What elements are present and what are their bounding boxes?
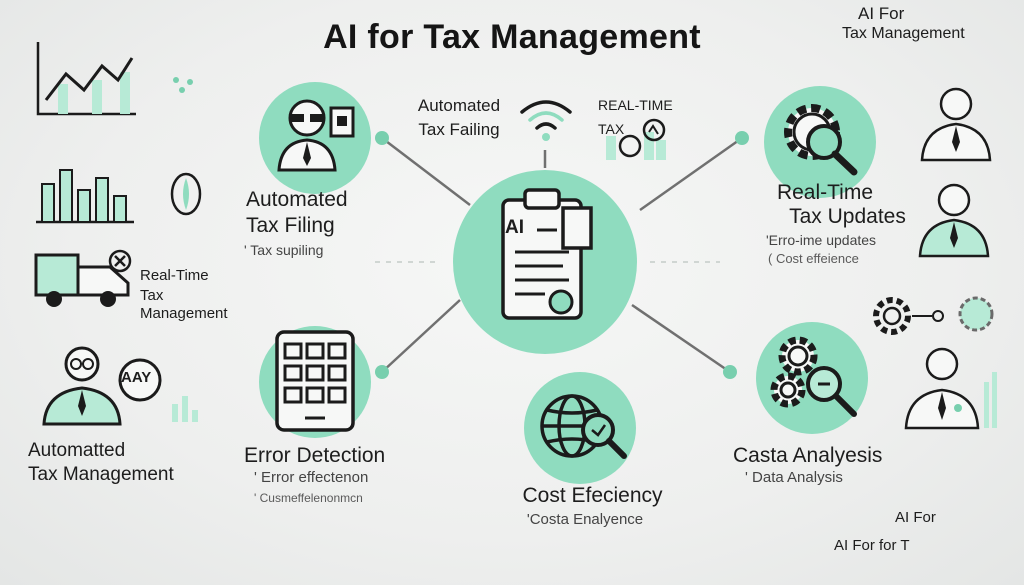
top-label-tax: TAX: [598, 121, 625, 137]
gear-link-icon: [873, 296, 994, 335]
connector-dot: [723, 365, 737, 379]
person-icon: [918, 183, 990, 258]
wifi-icon: [520, 100, 572, 141]
corner-label-line2: Tax Management: [842, 25, 965, 42]
bottom-right-line2: AI For for T: [834, 537, 910, 554]
node-updates-line1: Real-Time: [776, 181, 874, 204]
bottom-right-line1: AI For: [895, 509, 936, 526]
node-filing-line1: Automated: [246, 188, 348, 211]
tax-filing-person-icon: [259, 82, 371, 194]
hub-document-icon: [453, 170, 637, 354]
node-error-sub: ' Error effectenon: [254, 469, 369, 486]
top-label-automated: Automated: [417, 96, 501, 115]
tablet-grid-icon: [259, 326, 371, 438]
gears-magnifier-icon: [756, 322, 868, 434]
node-updates-sub2: ( Cost effeience: [768, 251, 859, 266]
connector-dot: [375, 131, 389, 145]
advisor-person-icon: [42, 346, 198, 426]
globe-search-icon: [524, 372, 636, 484]
truck-icon: [34, 249, 132, 307]
connector-dot: [735, 131, 749, 145]
node-cost-sub: 'Costa Enalyence: [526, 511, 644, 528]
line-chart-icon: [36, 42, 193, 116]
bar-chart-icon: [36, 169, 202, 224]
node-data-title: Casta Analyesis: [733, 444, 883, 467]
connector-dot: [375, 365, 389, 379]
node-filing-line2: Tax Filing: [246, 214, 335, 237]
corner-label-line1: AI For: [858, 4, 905, 23]
left-person-line1: Automatted: [28, 440, 126, 461]
top-label-realtime: REAL-TIME: [598, 97, 673, 113]
node-error-sub2: ' Cusmeffelenonmcn: [254, 491, 363, 505]
page-title: AI for Tax Management: [323, 18, 701, 56]
hub-doc-label: AI: [505, 217, 524, 238]
gear-search-icon: [764, 86, 876, 198]
top-label-tax-failing: Tax Failing: [418, 120, 500, 139]
left-person-line2: Tax Management: [28, 464, 174, 485]
node-data-sub: ' Data Analysis: [745, 469, 843, 486]
node-error-title: Error Detection: [244, 444, 386, 467]
person-icon: [920, 87, 992, 162]
left-truck-line1: Real-Time: [140, 267, 209, 284]
node-updates-sub1: 'Erro-ime updates: [766, 232, 877, 248]
left-truck-line3: Management: [140, 305, 228, 322]
node-updates-line2: Tax Updates: [789, 205, 906, 228]
left-truck-line2: Tax: [140, 287, 164, 304]
advisor-badge: AAY: [121, 369, 152, 386]
node-filing-sub: ' Tax supiling: [244, 242, 324, 258]
node-cost-title: Cost Efeciency: [522, 484, 663, 507]
person-icon: [904, 347, 997, 430]
mini-chart-icon: [606, 118, 666, 160]
